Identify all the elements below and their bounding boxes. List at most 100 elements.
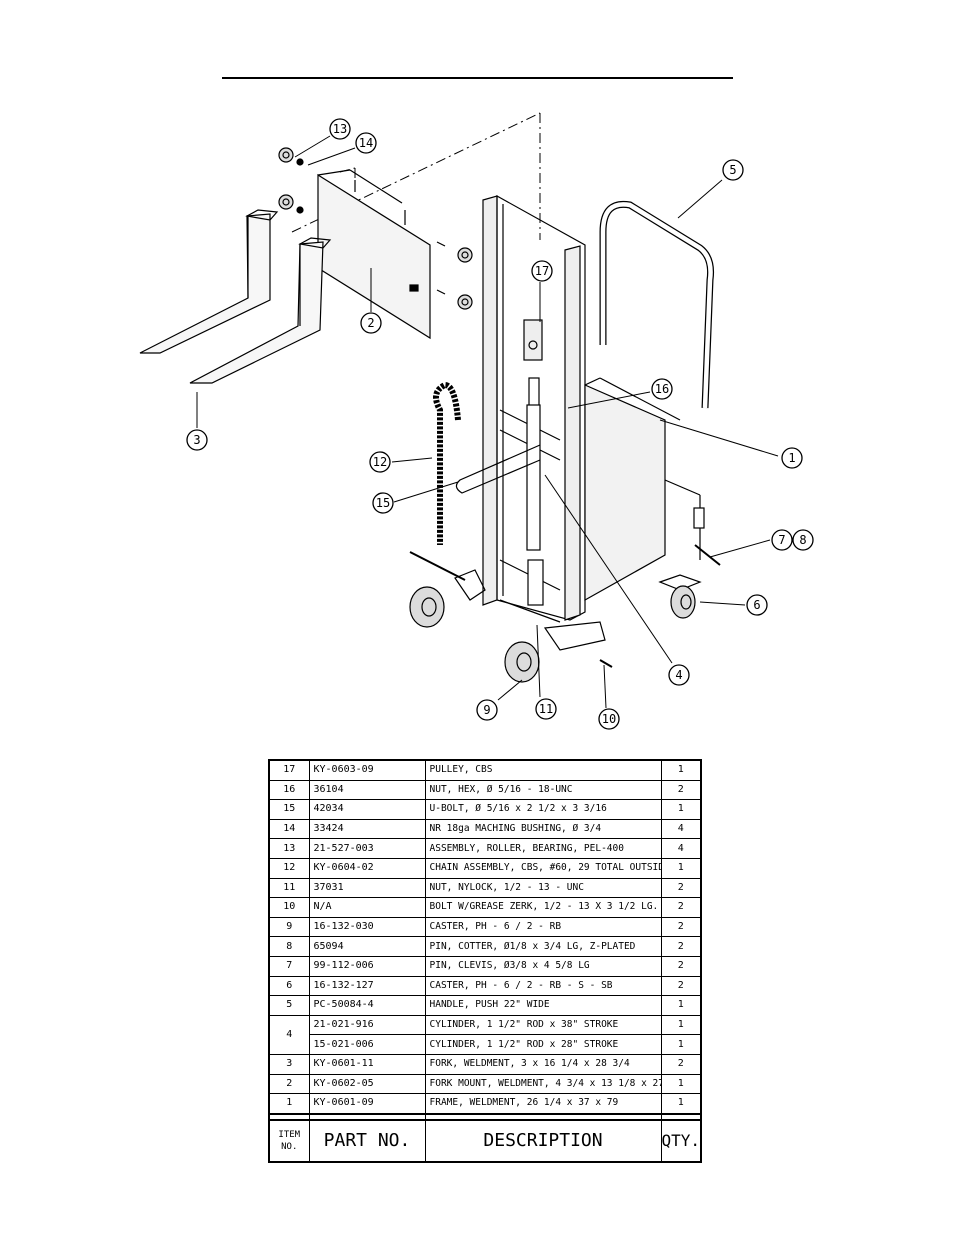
description: FORK, WELDMENT, 3 x 16 1/4 x 28 3/4 bbox=[424, 1053, 662, 1075]
header-row: ITEM NO. PART NO. DESCRIPTION QTY. bbox=[268, 1118, 702, 1163]
part-number: KY-0601-11 bbox=[308, 1053, 426, 1075]
description: NUT, HEX, Ø 5/16 - 18-UNC bbox=[424, 779, 662, 801]
callout-3: 3 bbox=[193, 433, 200, 447]
callout-2: 2 bbox=[367, 316, 374, 330]
item-number: 5 bbox=[268, 995, 310, 1016]
quantity: 2 bbox=[660, 779, 702, 801]
part-number: 33424 bbox=[308, 818, 426, 840]
description: BOLT W/GREASE ZERK, 1/2 - 13 X 3 1/2 LG. bbox=[424, 897, 662, 918]
quantity: 2 bbox=[660, 955, 702, 977]
forks bbox=[139, 209, 332, 384]
description: PIN, COTTER, Ø1/8 x 3/4 LG, Z-PLATED bbox=[424, 936, 662, 957]
item-number: 13 bbox=[268, 838, 310, 859]
item-number: 11 bbox=[268, 877, 310, 899]
description: FRAME, WELDMENT, 26 1/4 x 37 x 79 bbox=[424, 1093, 662, 1115]
item-number: 17 bbox=[268, 759, 310, 781]
callout-labels: 13 14 5 17 16 1 2 3 12 15 7 8 6 4 9 11 1… bbox=[193, 122, 806, 726]
quantity: 2 bbox=[660, 897, 702, 918]
item-number: 4 bbox=[268, 1014, 310, 1055]
item-number: 10 bbox=[268, 897, 310, 918]
quantity: 1 bbox=[660, 799, 702, 820]
callout-13: 13 bbox=[333, 122, 347, 136]
quantity: 1 bbox=[660, 995, 702, 1016]
table-row: 4 21-021-916 CYLINDER, 1 1/2" ROD x 38" … bbox=[268, 1014, 702, 1055]
chain bbox=[433, 381, 461, 545]
quantity: 2 bbox=[660, 916, 702, 938]
part-number: 36104 bbox=[308, 779, 426, 801]
quantity: 2 bbox=[660, 1053, 702, 1075]
parts-row-4: 4 21-021-916 CYLINDER, 1 1/2" ROD x 38" … bbox=[268, 1014, 702, 1055]
part-number: 99-112-006 bbox=[308, 955, 426, 977]
description: CASTER, PH - 6 / 2 - RB - S - SB bbox=[424, 975, 662, 997]
item-number: 14 bbox=[268, 818, 310, 840]
part-number: 42034 bbox=[308, 799, 426, 820]
description: PIN, CLEVIS, Ø3/8 x 4 5/8 LG bbox=[424, 955, 662, 977]
part-number: 16-132-030 bbox=[308, 916, 426, 938]
table-header: ITEM NO. PART NO. DESCRIPTION QTY. bbox=[268, 1112, 702, 1163]
header-qty: QTY. bbox=[660, 1118, 702, 1163]
quantity: 1 bbox=[660, 759, 702, 781]
callout-1: 1 bbox=[788, 451, 795, 465]
u-bolt bbox=[455, 444, 541, 494]
exploded-assembly-drawing: 13 14 5 17 16 1 2 3 12 15 7 8 6 4 9 11 1… bbox=[139, 112, 814, 730]
header-part-no: PART NO. bbox=[308, 1118, 426, 1163]
item-number: 1 bbox=[268, 1093, 310, 1115]
push-handle bbox=[599, 200, 714, 409]
callout-10: 10 bbox=[602, 712, 616, 726]
part-number: KY-0601-09 bbox=[308, 1093, 426, 1115]
part-number: KY-0604-02 bbox=[308, 857, 426, 879]
callout-5: 5 bbox=[729, 163, 736, 177]
quantity: 4 bbox=[660, 838, 702, 859]
callout-4: 4 bbox=[675, 668, 682, 682]
item-number: 9 bbox=[268, 916, 310, 938]
item-number: 6 bbox=[268, 975, 310, 997]
quantity: 2 bbox=[660, 975, 702, 997]
item-number: 15 bbox=[268, 799, 310, 820]
item-number: 7 bbox=[268, 955, 310, 977]
quantity: 4 bbox=[660, 818, 702, 840]
front-wheels bbox=[409, 569, 606, 683]
description: NR 18ga MACHING BUSHING, Ø 3/4 bbox=[424, 818, 662, 840]
fork-mount bbox=[317, 169, 473, 340]
callout-15: 15 bbox=[376, 496, 390, 510]
part-number: PC-50084-4 bbox=[308, 995, 426, 1016]
part-number: 15-021-006 bbox=[308, 1034, 426, 1055]
quantity: 2 bbox=[660, 936, 702, 957]
description: FORK MOUNT, WELDMENT, 4 3/4 x 13 1/8 x 2… bbox=[424, 1073, 662, 1095]
side-panel bbox=[584, 377, 701, 602]
rollers bbox=[278, 147, 304, 214]
quantity: 1 bbox=[660, 1073, 702, 1095]
item-number: 12 bbox=[268, 857, 310, 879]
callout-8: 8 bbox=[799, 533, 806, 547]
description: CYLINDER, 1 1/2" ROD x 28" STROKE bbox=[424, 1034, 662, 1055]
callout-14: 14 bbox=[359, 136, 373, 150]
part-number: KY-0602-05 bbox=[308, 1073, 426, 1095]
item-number: 3 bbox=[268, 1053, 310, 1075]
part-number: 65094 bbox=[308, 936, 426, 957]
part-number: KY-0603-09 bbox=[308, 759, 426, 781]
callout-11: 11 bbox=[539, 702, 553, 716]
description: NUT, NYLOCK, 1/2 - 13 - UNC bbox=[424, 877, 662, 899]
quantity: 1 bbox=[660, 1034, 702, 1055]
table-row: 15-021-006 CYLINDER, 1 1/2" ROD x 28" ST… bbox=[269, 1034, 702, 1055]
header-description: DESCRIPTION bbox=[424, 1118, 662, 1163]
description: CHAIN ASSEMBLY, CBS, #60, 29 TOTAL OUTSI… bbox=[424, 857, 662, 879]
item-number: 2 bbox=[268, 1073, 310, 1095]
callout-16: 16 bbox=[655, 382, 669, 396]
description: CASTER, PH - 6 / 2 - RB bbox=[424, 916, 662, 938]
title-rule bbox=[222, 77, 733, 79]
